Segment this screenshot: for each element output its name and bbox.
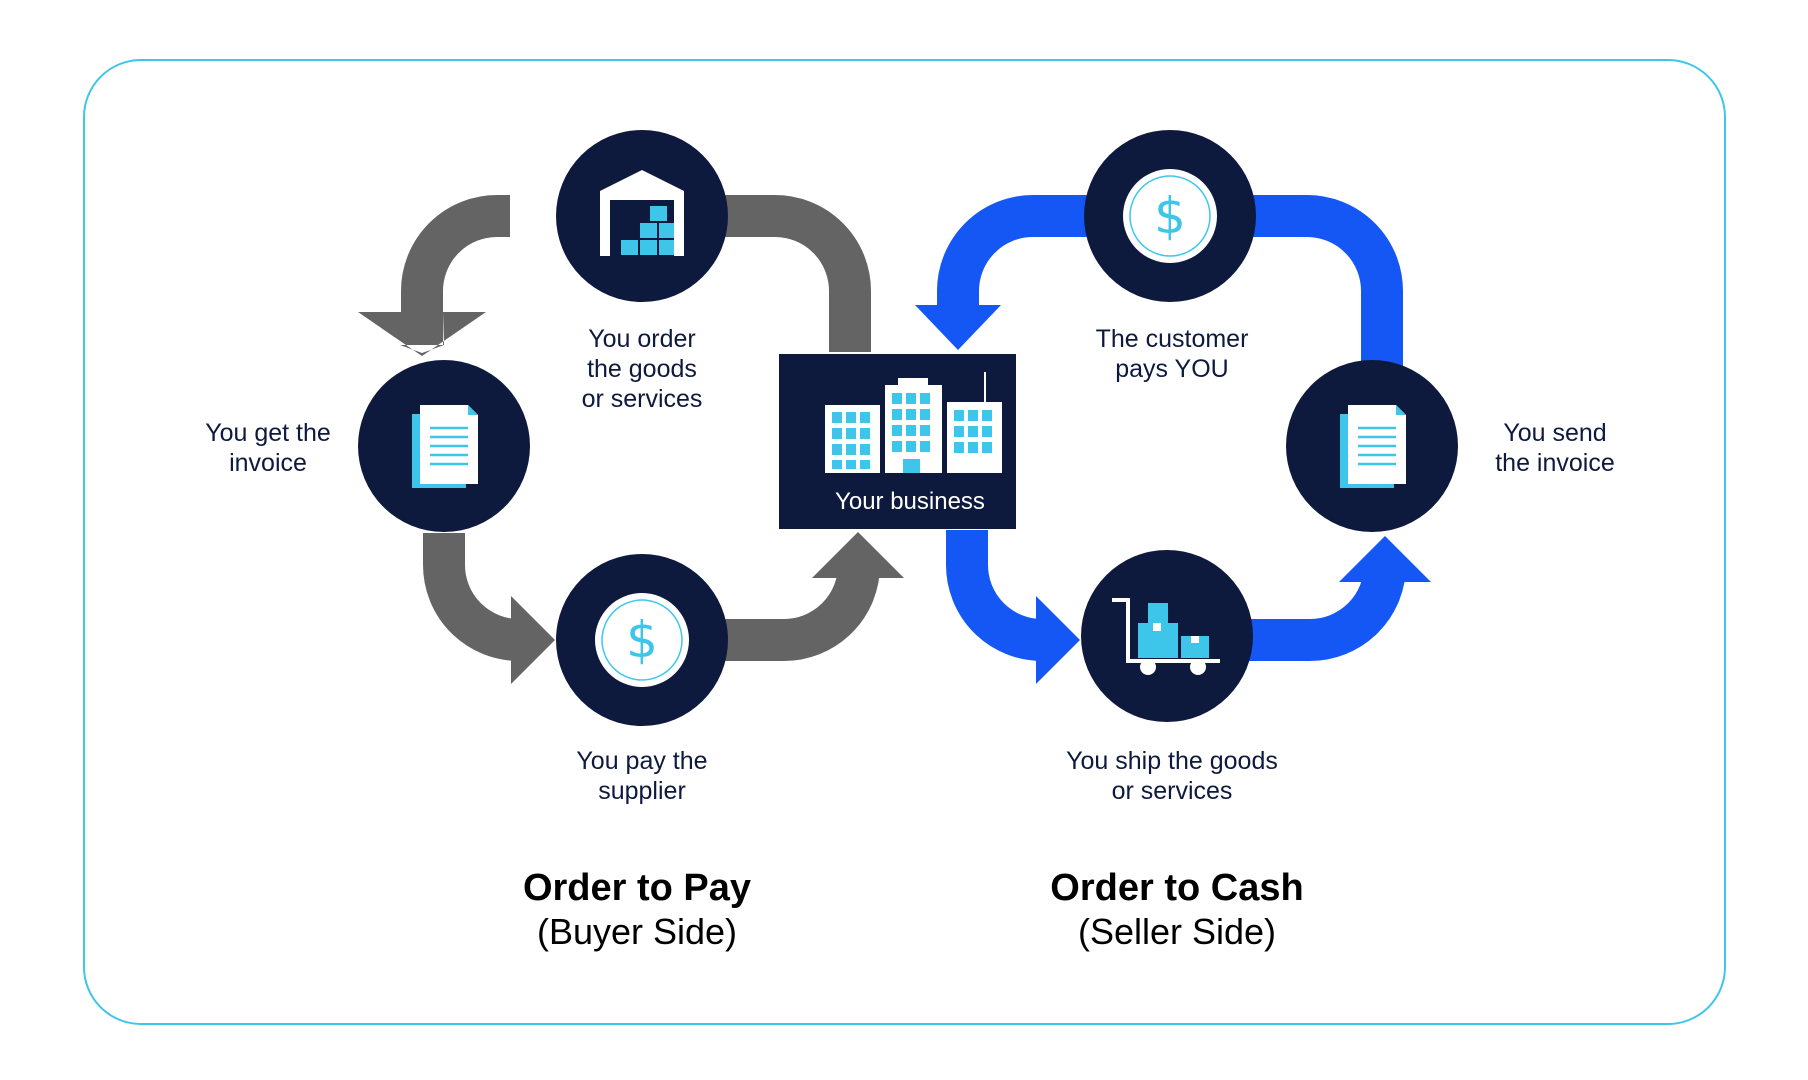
buyer-subtitle: (Buyer Side) (536, 911, 738, 952)
node-order-goods (556, 130, 728, 302)
label-order-goods: You order the goods or services (581, 325, 703, 413)
dollar-coin-icon: $ (595, 593, 689, 687)
office-buildings-icon (825, 372, 1002, 473)
seller-loop-arrows (915, 195, 1431, 684)
seller-arrow-left-bottom (946, 530, 1048, 661)
node-ship-goods (1081, 550, 1253, 722)
svg-text:$: $ (626, 611, 658, 669)
label-send-invoice: You send the invoice (1495, 419, 1615, 477)
buyer-arrow-left-down (401, 195, 510, 312)
seller-title: Order to Cash (1050, 867, 1304, 909)
seller-arrowhead-right (1036, 596, 1080, 684)
buyer-title: Order to Pay (522, 867, 752, 909)
dollar-coin-icon: $ (1123, 169, 1217, 263)
buyer-arrowhead-right (511, 596, 555, 684)
label-pay-supplier: You pay the supplier (576, 747, 708, 805)
buyer-arrowhead-down (358, 312, 486, 356)
label-get-invoice: You get the invoice (205, 419, 331, 477)
seller-subtitle: (Seller Side) (1077, 911, 1277, 952)
rounded-frame (83, 59, 1726, 1025)
node-customer-pays: $ (1084, 130, 1256, 302)
buyer-arrow-top (642, 195, 871, 352)
seller-arrowhead-up (1339, 536, 1431, 582)
seller-arrow-top-left (937, 195, 1098, 310)
node-send-invoice (1286, 360, 1458, 532)
seller-section-title: Order to Cash (Seller Side) (1017, 866, 1337, 954)
label-customer-pays: The customer pays YOU (1095, 325, 1249, 383)
svg-text:$: $ (1154, 187, 1186, 245)
node-pay-supplier: $ (556, 554, 728, 726)
hand-truck-boxes-icon (1112, 598, 1220, 675)
buyer-arrow-left-bottom (423, 533, 525, 661)
buyer-loop-arrows (358, 195, 904, 684)
seller-arrowhead-down (915, 305, 1001, 350)
seller-arrow-top-right (1240, 195, 1403, 370)
buyer-section-title: Order to Pay (Buyer Side) (487, 866, 787, 954)
your-business-label: Your business (835, 488, 985, 515)
label-ship-goods: You ship the goods or services (1066, 747, 1278, 805)
invoice-document-icon (412, 405, 478, 488)
warehouse-icon (600, 170, 684, 256)
buyer-arrowhead-up (812, 532, 904, 578)
invoice-document-icon (1340, 405, 1406, 488)
your-business-box: Your business (779, 354, 1016, 529)
node-get-invoice (358, 360, 530, 532)
